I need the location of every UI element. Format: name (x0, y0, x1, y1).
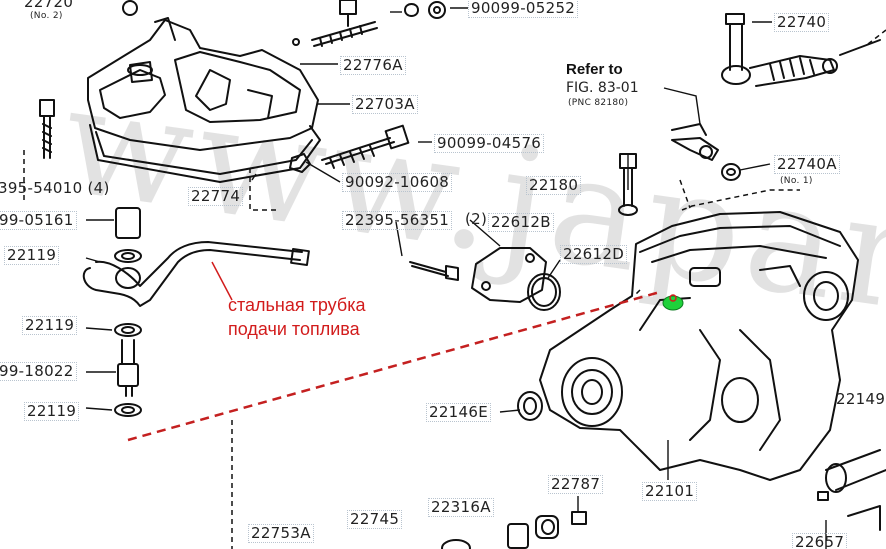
label-no2: (No. 2) (30, 11, 63, 21)
label-22612B: 22612B (488, 213, 554, 232)
label-22774: 22774 (188, 187, 244, 206)
label-22657: 22657 (792, 533, 848, 549)
valve-22740 (721, 13, 881, 87)
red-leader-dashed (127, 290, 661, 442)
label-22119-bottom: 22119 (24, 402, 80, 421)
label-99-18022: 99-18022 (0, 362, 77, 381)
annotation-line-1: стальная трубка (228, 295, 366, 315)
label-22180: 22180 (526, 176, 582, 195)
label-22101: 22101 (642, 482, 698, 501)
green-port-marker (662, 295, 684, 311)
pnc-reference: (PNC 82180) (568, 98, 629, 108)
label-22745: 22745 (347, 510, 403, 529)
label-22146E: 22146E (426, 403, 491, 422)
label-395-54010: 395-54010 (4) (0, 179, 110, 197)
red-leader-solid (211, 261, 233, 301)
fuel-pipe (82, 241, 310, 307)
bolt-center (321, 124, 410, 169)
bolt-top (311, 0, 378, 47)
refer-to-label: Refer to (566, 61, 623, 78)
label-90099-05252: 90099-05252 (468, 0, 579, 18)
label-qty-2: (2) (465, 210, 488, 228)
label-90099-04576: 90099-04576 (434, 134, 545, 153)
pump-housing (539, 211, 859, 481)
label-22119-mid: 22119 (22, 316, 78, 335)
label-22776A: 22776A (340, 56, 406, 75)
governor-cover (87, 17, 319, 151)
label-22740: 22740 (774, 13, 830, 32)
label-90092-10608: 90092-10608 (342, 173, 453, 192)
annotation-line-2: подачи топлива (228, 319, 360, 339)
label-99-05161: 99-05161 (0, 211, 77, 230)
label-no1: (No. 1) (780, 176, 813, 186)
label-22612D: 22612D (560, 245, 628, 264)
label-22753A: 22753A (248, 524, 314, 543)
label-22119-top: 22119 (4, 246, 60, 265)
label-22316A: 22316A (428, 498, 494, 517)
fig-reference: FIG. 83-01 (566, 80, 639, 96)
label-22703A: 22703A (352, 95, 418, 114)
label-22787: 22787 (548, 475, 604, 494)
label-22740A: 22740A (774, 155, 840, 174)
label-22720: 22720 (24, 0, 74, 11)
label-22149: 22149 (836, 390, 886, 408)
label-22395-56351: 22395-56351 (342, 211, 453, 230)
bolt-left (39, 99, 55, 159)
